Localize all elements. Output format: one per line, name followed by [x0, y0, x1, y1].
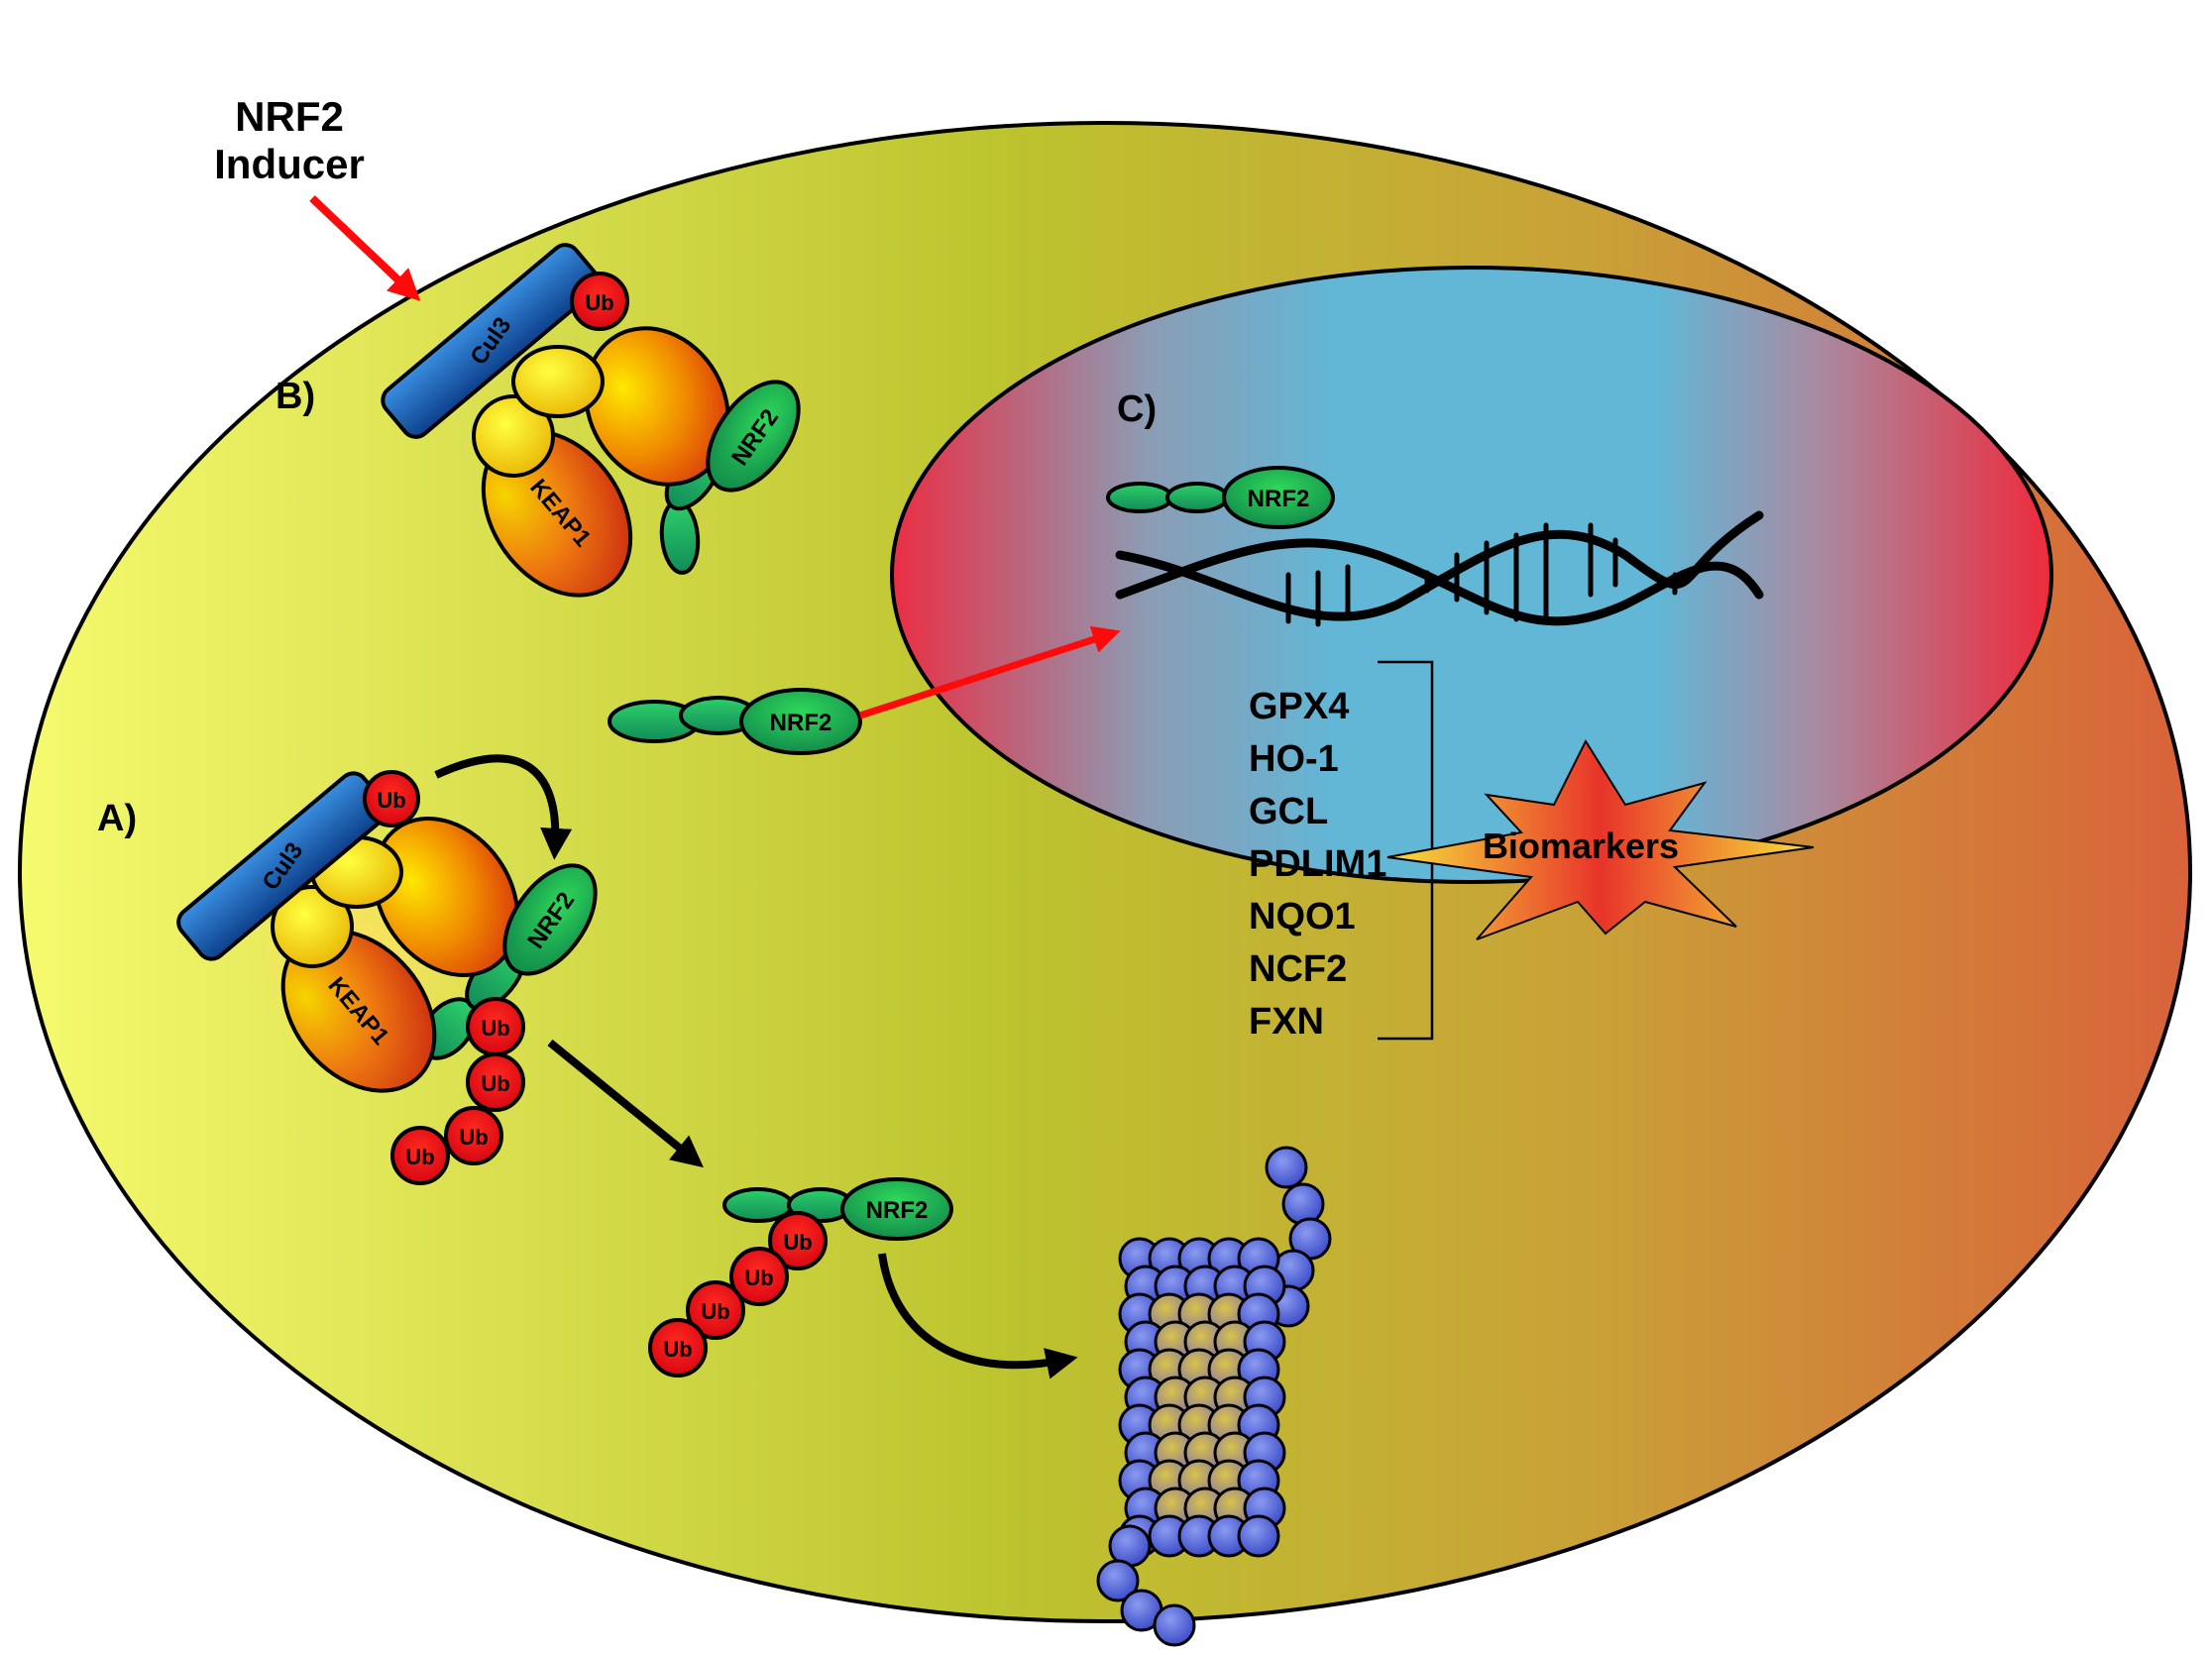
inducer-label-line1: NRF2 [235, 93, 344, 140]
gene-list: GPX4 HO-1 GCL PDLIM1 NQO1 NCF2 FXN [1249, 686, 1386, 1043]
nrf2-label: NRF2 [1248, 486, 1310, 512]
proteasome-subunit [1096, 1559, 1140, 1602]
ubiquitin [768, 1211, 828, 1270]
nrf2-head [739, 688, 862, 755]
ub-label: Ub [783, 1230, 812, 1255]
keap1-domain [584, 326, 730, 487]
dna-bound-nrf2: NRF2 [1106, 466, 1335, 529]
ubiquitin [729, 1247, 789, 1306]
keap1-yellow-domain [271, 885, 354, 968]
dna-helix [1115, 510, 1764, 627]
proteasome-subunit [1265, 1146, 1308, 1189]
proteasome-subunit [1281, 1182, 1325, 1226]
ub-label: Ub [459, 1125, 488, 1150]
keap1-complex-a: NRF2 KEAP1 Cul3 Ub Ub Ub Ub Ub [176, 770, 598, 1185]
nrf2-tail-segment [1106, 482, 1173, 513]
degradation-arrow [878, 1253, 1078, 1379]
nrf2-tail-segment [1165, 482, 1229, 513]
gene-item: NQO1 [1249, 896, 1356, 937]
gene-item: PDLIM1 [1249, 843, 1386, 885]
inducer-label-line2: Inducer [214, 141, 365, 187]
nrf2-label: NRF2 [770, 710, 832, 736]
ub-label: Ub [701, 1299, 729, 1324]
proteasome-subunit [1153, 1603, 1196, 1647]
gene-item: GPX4 [1249, 686, 1349, 727]
keap1-yellow-domain [472, 394, 555, 478]
cul3-bar [381, 243, 601, 439]
panel-label-b: B) [276, 376, 315, 417]
panel-label-c: C) [1117, 388, 1157, 430]
translocation-arrow [858, 625, 1121, 719]
ub-label: Ub [481, 1016, 509, 1041]
ubiquitin [390, 1126, 450, 1185]
panel-label-a: A) [97, 798, 137, 839]
ubiquitin [466, 1052, 525, 1112]
nucleus [890, 266, 2053, 884]
ub-label: Ub [663, 1337, 692, 1362]
nrf2-head [840, 1177, 953, 1241]
biomarkers-star [1386, 738, 1815, 940]
ubiquitin [686, 1280, 745, 1340]
gene-item: NCF2 [1249, 948, 1347, 990]
biomarkers-label: Biomarkers [1483, 826, 1679, 866]
proteasome-subunit [1237, 1514, 1280, 1558]
gene-item: HO-1 [1249, 738, 1339, 780]
release-arrow [547, 1039, 704, 1168]
nrf2-head [706, 380, 801, 493]
ubiquitinated-nrf2: NRF2 Ub Ub Ub Ub [648, 1177, 953, 1378]
ub-label: Ub [377, 788, 405, 813]
ub-label: Ub [585, 290, 613, 315]
gene-item: GCL [1249, 791, 1328, 832]
ubiquitination-arrow [434, 754, 573, 860]
free-nrf2: NRF2 [608, 688, 862, 755]
inducer-arrow [309, 195, 421, 301]
ubiquitin [570, 272, 629, 331]
nrf2-head [502, 863, 598, 976]
ubiquitin [648, 1318, 708, 1378]
keap1-complex-b: NRF2 KEAP1 Cul3 Ub [381, 243, 801, 598]
ubiquitin [363, 770, 420, 827]
ubiquitin [444, 1106, 503, 1165]
ub-label: Ub [481, 1071, 509, 1096]
nrf2-label: NRF2 [866, 1197, 929, 1224]
ub-label: Ub [405, 1145, 434, 1169]
proteasome [1096, 1146, 1332, 1647]
ub-label: Ub [744, 1266, 773, 1290]
gene-item: FXN [1249, 1001, 1324, 1043]
nrf2-head [1222, 466, 1335, 529]
keap1-yellow-domain [511, 345, 605, 418]
keap1-domain [372, 817, 520, 977]
